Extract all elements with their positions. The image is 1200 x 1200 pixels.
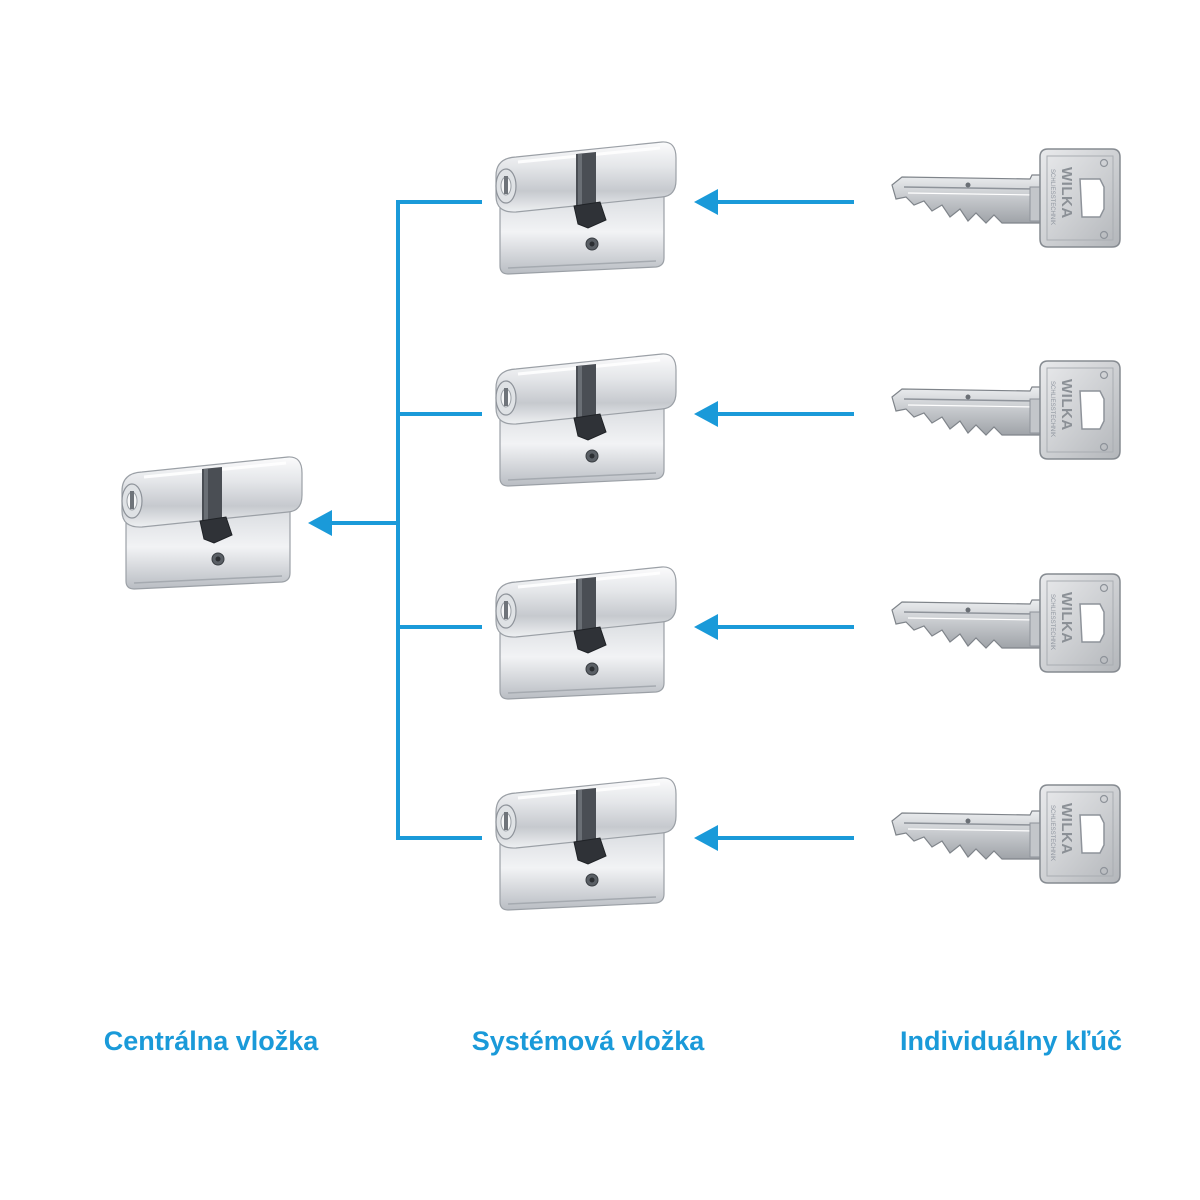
arrow-key-4: [694, 825, 854, 851]
arrow-left-icon: [694, 401, 718, 427]
arrow-to-central: [308, 510, 398, 536]
arrow-left-icon: [694, 614, 718, 640]
arrow-left-icon: [694, 825, 718, 851]
central-cylinder: [120, 455, 304, 591]
arrow-key-3: [694, 614, 854, 640]
individual-key-label: Individuálny kľúč: [900, 1026, 1122, 1056]
central-cylinder-label: Centrálna vložka: [103, 1026, 319, 1056]
system-cylinder-3: [494, 565, 678, 701]
system-cylinder-4: [494, 776, 678, 912]
individual-key-3: [891, 573, 1121, 673]
individual-key-1: [891, 148, 1121, 248]
arrow-left-icon: [694, 189, 718, 215]
system-cylinder-1: [494, 140, 678, 276]
arrow-key-2: [694, 401, 854, 427]
system-cylinder-label: Systémová vložka: [471, 1026, 705, 1056]
arrow-key-1: [694, 189, 854, 215]
individual-key-2: [891, 360, 1121, 460]
individual-key-4: [891, 784, 1121, 884]
connector-lines: [308, 189, 854, 851]
diagram-nodes: [120, 140, 1121, 912]
system-cylinder-2: [494, 352, 678, 488]
arrow-left-icon: [308, 510, 332, 536]
